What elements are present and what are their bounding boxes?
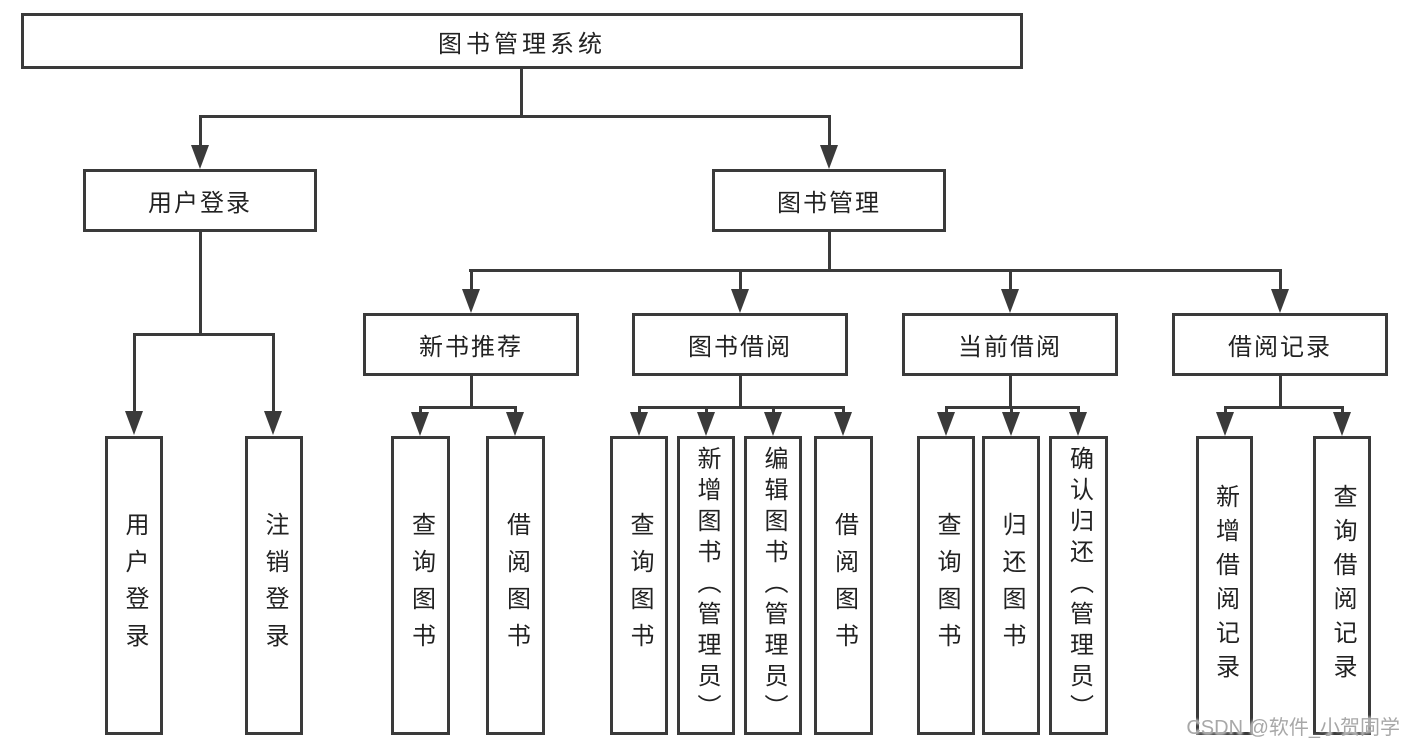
leaf-label: 借阅图书 <box>502 511 530 660</box>
arrowhead-down-icon <box>1001 289 1019 313</box>
leaf-query-books-current: 查询图书 <box>917 436 975 735</box>
csdn-watermark: CSDN @软件_小贺同学 <box>1186 717 1400 739</box>
leaf-query-borrow-record: 查询借阅记录 <box>1313 436 1371 735</box>
leaf-query-books-borrow: 查询图书 <box>610 436 668 735</box>
connector-line <box>1010 406 1013 414</box>
connector-line <box>133 333 275 336</box>
arrowhead-down-icon <box>834 412 852 436</box>
connector-line <box>945 406 948 414</box>
connector-line <box>469 269 1282 272</box>
connector-line <box>828 232 831 272</box>
node-borrow-records: 借阅记录 <box>1172 313 1388 376</box>
leaf-label: 查询图书 <box>407 511 435 660</box>
connector-line <box>705 406 708 414</box>
leaf-label: 新增借阅记录 <box>1211 483 1239 688</box>
arrowhead-down-icon <box>630 412 648 436</box>
node-new-book-recommend: 新书推荐 <box>363 313 579 376</box>
leaf-user-login: 用户登录 <box>105 436 163 735</box>
arrowhead-down-icon <box>697 412 715 436</box>
leaf-label: 查询借阅记录 <box>1329 483 1356 688</box>
connector-line <box>638 406 641 414</box>
connector-line <box>419 406 422 414</box>
leaf-label: 用户登录 <box>121 511 148 660</box>
connector-line <box>520 69 523 118</box>
leaf-borrow-books: 借阅图书 <box>814 436 873 735</box>
connector-line <box>514 406 517 414</box>
node-book-borrow: 图书借阅 <box>632 313 848 376</box>
arrowhead-down-icon <box>191 145 209 169</box>
connector-line <box>739 269 742 291</box>
leaf-borrow-books-recommend: 借阅图书 <box>486 436 545 735</box>
connector-line <box>470 376 473 409</box>
leaf-label: 借阅图书 <box>830 511 858 660</box>
connector-line <box>1009 376 1012 409</box>
connector-line <box>842 406 845 414</box>
leaf-edit-book-admin: 编辑图书（管理员） <box>744 436 802 735</box>
arrowhead-down-icon <box>937 412 955 436</box>
node-user-login: 用户登录 <box>83 169 317 232</box>
leaf-confirm-return-admin: 确认归还（管理员） <box>1049 436 1108 735</box>
leaf-label: 注销登录 <box>261 511 288 660</box>
leaf-label: 确认归还（管理员） <box>1065 446 1093 725</box>
leaf-return-book: 归还图书 <box>982 436 1040 735</box>
connector-line <box>1279 269 1282 291</box>
arrowhead-down-icon <box>1271 289 1289 313</box>
arrowhead-down-icon <box>731 289 749 313</box>
leaf-label: 编辑图书（管理员） <box>760 446 787 725</box>
connector-line <box>199 232 202 336</box>
connector-line <box>638 406 845 409</box>
connector-line <box>1077 406 1080 414</box>
connector-line <box>419 406 517 409</box>
arrowhead-down-icon <box>1216 412 1234 436</box>
leaf-add-book-admin: 新增图书（管理员） <box>677 436 735 735</box>
connector-line <box>1224 406 1343 409</box>
connector-line <box>133 333 136 412</box>
connector-line <box>272 333 275 412</box>
connector-line <box>199 115 202 147</box>
arrowhead-down-icon <box>1002 412 1020 436</box>
connector-line <box>828 115 831 147</box>
arrowhead-down-icon <box>1069 412 1087 436</box>
arrowhead-down-icon <box>820 145 838 169</box>
connector-line <box>199 115 831 118</box>
leaf-label: 查询图书 <box>933 511 960 660</box>
node-current-borrow: 当前借阅 <box>902 313 1118 376</box>
leaf-label: 归还图书 <box>998 511 1025 660</box>
node-book-management: 图书管理 <box>712 169 946 232</box>
arrowhead-down-icon <box>411 412 429 436</box>
connector-line <box>772 406 775 414</box>
arrowhead-down-icon <box>506 412 524 436</box>
connector-line <box>1279 376 1282 409</box>
leaf-logout: 注销登录 <box>245 436 303 735</box>
connector-line <box>1341 406 1344 414</box>
leaf-query-books-recommend: 查询图书 <box>391 436 450 735</box>
arrowhead-down-icon <box>125 411 143 435</box>
leaf-label: 查询图书 <box>626 511 653 660</box>
node-library-system: 图书管理系统 <box>21 13 1023 69</box>
arrowhead-down-icon <box>764 412 782 436</box>
connector-line <box>1009 269 1012 291</box>
leaf-add-borrow-record: 新增借阅记录 <box>1196 436 1253 735</box>
arrowhead-down-icon <box>264 411 282 435</box>
leaf-label: 新增图书（管理员） <box>693 446 720 725</box>
arrowhead-down-icon <box>462 289 480 313</box>
connector-line <box>739 376 742 409</box>
arrowhead-down-icon <box>1333 412 1351 436</box>
connector-line <box>1224 406 1227 414</box>
connector-line <box>470 269 473 291</box>
